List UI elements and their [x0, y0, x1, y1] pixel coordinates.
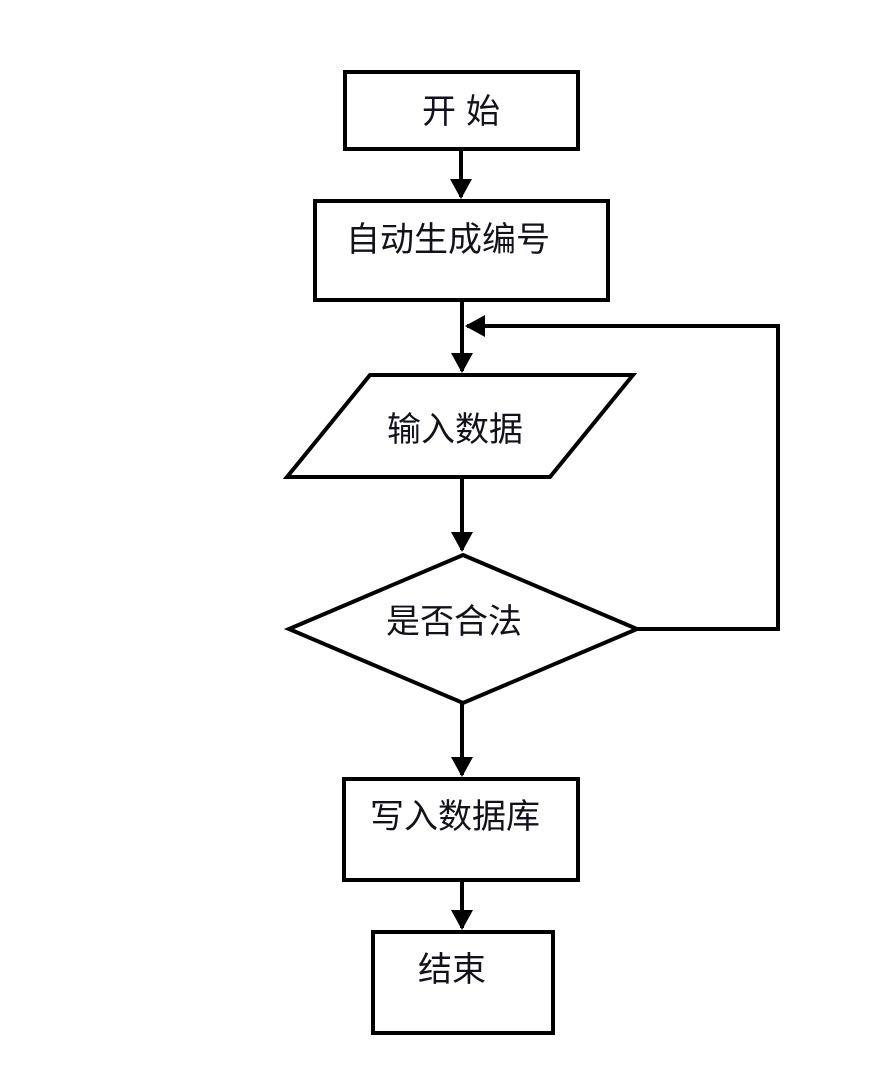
node-auto-generate-id-label: 自动生成编号 [346, 220, 550, 260]
node-start-rectangle [343, 70, 580, 151]
node-end-rectangle [371, 930, 555, 1035]
node-input-data-parallelogram [282, 373, 638, 479]
edge-is-valid-loop-back-to-input-data [465, 315, 780, 631]
node-write-database-label: 写入数据库 [370, 797, 540, 837]
node-is-valid-diamond [283, 552, 643, 706]
node-input-data-label: 输入数据 [387, 410, 523, 450]
node-end-label: 结束 [418, 950, 486, 990]
node-write-database-rectangle [342, 777, 580, 882]
node-start-label: 开始 [422, 92, 510, 132]
node-auto-generate-id-rectangle [313, 199, 610, 302]
node-is-valid-label: 是否合法 [386, 602, 522, 642]
